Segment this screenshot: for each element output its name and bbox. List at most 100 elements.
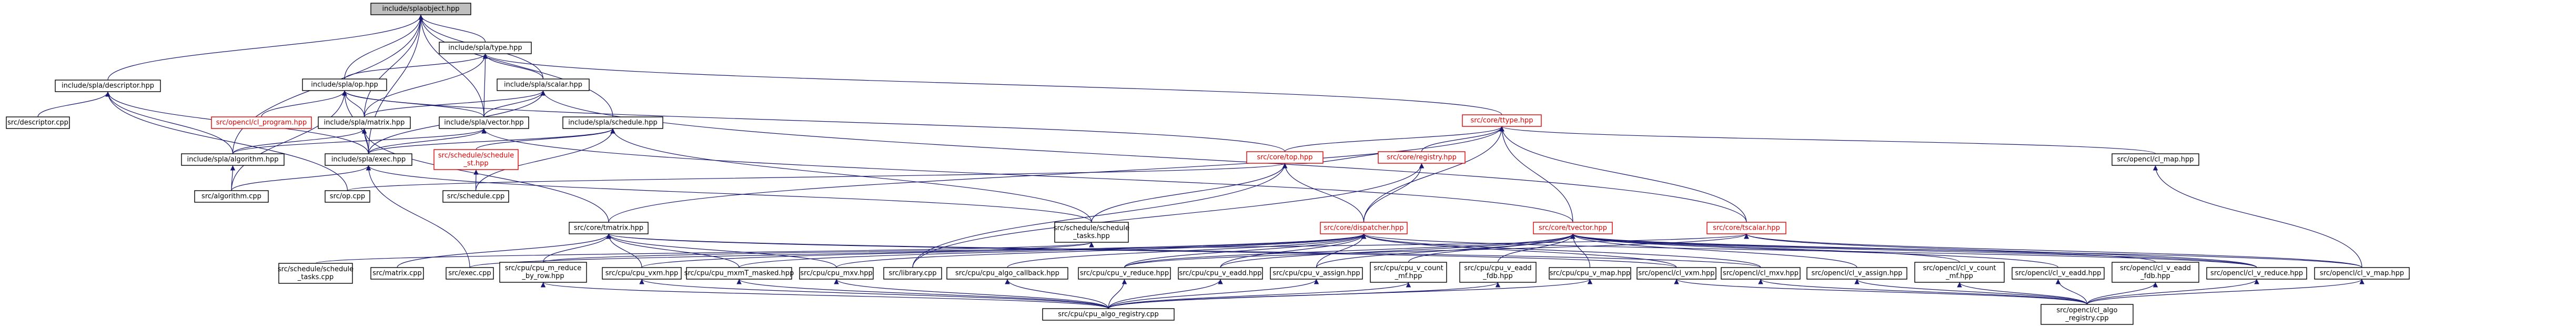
node-label: include/spla/scalar.hpp [504, 81, 582, 89]
edge-cpu_v_reduce-to-core_vector [1124, 233, 1575, 268]
node-label: src/schedule/schedule [438, 152, 514, 160]
node-label: src/opencl/cl_program.hpp [216, 119, 307, 127]
edge-cl_v_reduce-to-core_vector [1570, 233, 2257, 268]
edge-core_vector-to-vector_h [481, 128, 1573, 223]
node-label: _st.hpp [463, 160, 488, 167]
node-exec_cpp[interactable]: src/exec.cpp [446, 267, 494, 280]
node-label: src/opencl/cl_v_reduce.hpp [2210, 270, 2303, 278]
node-label: src/cpu/cpu_v_eadd.hpp [1179, 270, 1261, 278]
edge-core_vector-to-core_type [1499, 126, 1573, 223]
node-cpu_v_map[interactable]: src/cpu/cpu_v_map.hpp [1549, 267, 1631, 280]
node-exec_h[interactable]: include/spla/exec.hpp [325, 153, 412, 166]
node-cpu_vxm[interactable]: src/cpu/cpu_vxm.hpp [602, 267, 682, 280]
node-box [2112, 262, 2199, 283]
node-cpu_v_eadd[interactable]: src/cpu/cpu_v_eadd.hpp [1178, 267, 1263, 280]
edge-descriptor_h-to-objects [107, 14, 423, 81]
node-cpu_v_reduce[interactable]: src/cpu/cpu_v_reduce.hpp [1078, 267, 1171, 280]
node-core_matrix[interactable]: src/core/tmatrix.hpp [569, 222, 649, 234]
node-type[interactable]: include/spla/type.hpp [439, 42, 532, 54]
node-schedule_h[interactable]: include/spla/schedule.hpp [562, 116, 663, 129]
edge-cpu_v_map-to-core_vector [1570, 233, 1591, 268]
node-core_top[interactable]: src/core/top.hpp [1246, 151, 1324, 164]
node-vector_h[interactable]: include/spla/vector.hpp [439, 116, 529, 129]
node-core_type[interactable]: src/core/ttype.hpp [1462, 114, 1542, 127]
node-core_scalar[interactable]: src/core/tscalar.hpp [1706, 222, 1786, 234]
node-cl_v_eadd_fdb[interactable]: src/opencl/cl_v_eadd_fdb.hpp [2112, 262, 2199, 283]
edge-core_type-to-type [483, 53, 1502, 115]
node-cpu_algo_registry[interactable]: src/cpu/cpu_algo_registry.cpp [1042, 308, 1175, 321]
node-cpu_mxv[interactable]: src/cpu/cpu_mxv.hpp [799, 267, 874, 280]
node-core_registry[interactable]: src/core/registry.hpp [1378, 151, 1466, 164]
edge-cl_v_assign-to-core_vector [1570, 233, 1857, 268]
node-objects[interactable]: include/splaobject.hpp [370, 3, 471, 15]
edge-matrix_h-to-scalar_h [363, 90, 546, 117]
node-cpu_v_count[interactable]: src/cpu/cpu_v_count_mf.hpp [1370, 262, 1447, 283]
node-descriptor_cpp[interactable]: src/descriptor.cpp [6, 116, 70, 129]
edge-cl_v_count-to-core_vector [1570, 233, 1960, 263]
node-sched_tasks_cpp[interactable]: src/schedule/schedule_tasks.cpp [278, 263, 353, 284]
node-box [194, 190, 269, 203]
node-cl_mxv[interactable]: src/opencl/cl_mxv.hpp [1721, 267, 1801, 280]
node-cpu_mxmT[interactable]: src/cpu/cpu_mxmT_masked.hpp [684, 267, 794, 280]
node-cl_algo_registry[interactable]: src/opencl/cl_algo_registry.cpp [2040, 304, 2134, 325]
node-sched_st[interactable]: src/schedule/schedule_st.hpp [433, 149, 519, 170]
edge-core_top-to-core_type [1284, 126, 1504, 152]
node-cpu_v_eadd_fdb[interactable]: src/cpu/cpu_v_eadd_fdb.hpp [1459, 262, 1537, 283]
edge-exec_h-to-schedule_h [368, 128, 615, 154]
node-dispatcher[interactable]: src/core/dispatcher.hpp [1320, 222, 1408, 234]
node-cl_map[interactable]: src/opencl/cl_map.hpp [2112, 153, 2199, 166]
node-cl_v_reduce[interactable]: src/opencl/cl_v_reduce.hpp [2206, 267, 2307, 280]
node-library_cpp[interactable]: src/library.cpp [883, 267, 942, 280]
node-cpu_algo_cb[interactable]: src/cpu/cpu_algo_callback.hpp [946, 267, 1068, 280]
node-box [1178, 267, 1263, 280]
edge-cl_v_map-to-core_vector [1570, 233, 2362, 268]
node-op_h[interactable]: include/spla/op.hpp [302, 78, 387, 91]
node-algorithm_cpp[interactable]: src/algorithm.cpp [194, 190, 269, 203]
node-box [946, 267, 1068, 280]
node-cl_v_count[interactable]: src/opencl/cl_v_count_mf.hpp [1914, 262, 2005, 283]
edge-vector_h-to-objects [418, 14, 484, 117]
node-algorithm_h[interactable]: include/spla/algorithm.hpp [181, 153, 285, 166]
node-op_cpp[interactable]: src/op.cpp [325, 190, 370, 203]
edge-cl_mxv-to-dispatcher [1361, 233, 1761, 268]
node-box [1636, 267, 1716, 280]
node-box [1054, 222, 1129, 243]
node-box [1270, 267, 1363, 280]
edge-cl_algo_registry-to-cl_v_eadd [2055, 279, 2088, 305]
node-program_hpp[interactable]: src/opencl/cl_program.hpp [211, 116, 312, 129]
node-cl_v_map[interactable]: src/opencl/cl_v_map.hpp [2314, 267, 2410, 280]
edge-algorithm_h-to-vector_h [232, 128, 487, 154]
node-label: src/core/tscalar.hpp [1713, 224, 1780, 232]
edge-matrix_h-to-op_h [342, 90, 365, 117]
edge-cl_map-to-core_type [1499, 126, 2156, 154]
node-label: src/opencl/cl_v_eadd.hpp [2015, 270, 2102, 278]
node-descriptor_h[interactable]: include/spla/descriptor.hpp [55, 80, 161, 92]
node-cl_v_eadd[interactable]: src/opencl/cl_v_eadd.hpp [2012, 267, 2105, 280]
node-label: src/algorithm.cpp [201, 193, 261, 201]
node-matrix_cpp[interactable]: src/matrix.cpp [370, 267, 424, 280]
edge-dispatcher-to-core_type [1363, 126, 1504, 223]
node-label: src/cpu/cpu_v_reduce.hpp [1080, 270, 1169, 278]
node-schedule_cpp[interactable]: src/schedule.cpp [442, 190, 509, 203]
edge-vector_h-to-type [482, 53, 488, 117]
node-cl_v_assign[interactable]: src/opencl/cl_v_assign.hpp [1806, 267, 1907, 280]
node-scalar_h[interactable]: include/spla/scalar.hpp [497, 78, 590, 91]
edge-cpu_algo_registry-to-cpu_vxm [639, 279, 1109, 309]
node-box [1370, 262, 1447, 283]
edge-cpu_v_eadd-to-core_vector [1220, 233, 1575, 268]
node-box [2112, 153, 2199, 166]
node-box [1459, 262, 1537, 283]
node-matrix_h[interactable]: include/spla/matrix.hpp [318, 116, 411, 129]
node-cpu_m_reduce[interactable]: src/cpu/cpu_m_reduce_by_row.hpp [499, 262, 587, 283]
node-cpu_v_assign[interactable]: src/cpu/cpu_v_assign.hpp [1270, 267, 1363, 280]
node-cl_vxm[interactable]: src/opencl/cl_vxm.hpp [1636, 267, 1716, 280]
node-box [602, 267, 682, 280]
edge-algorithm_h-to-matrix_h [232, 128, 367, 154]
edge-schedule_cpp-to-sched_st [473, 169, 479, 191]
node-sched_tasks_hpp[interactable]: src/schedule/schedule_tasks.hpp [1054, 222, 1129, 243]
node-label: _mf.hpp [1395, 272, 1422, 280]
node-box [1042, 308, 1175, 321]
node-core_vector[interactable]: src/core/tvector.hpp [1533, 222, 1613, 234]
edge-cl_algo_registry-to-cl_v_map [2086, 279, 2365, 305]
